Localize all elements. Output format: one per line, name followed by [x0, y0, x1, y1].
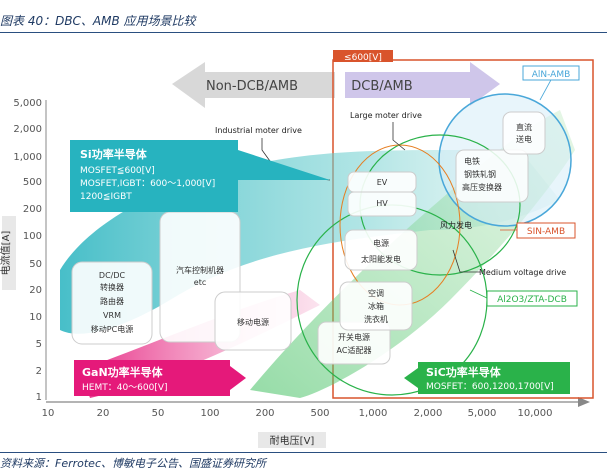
aln-leader: [539, 77, 553, 101]
x-axis-ticks: 10 20 50 100 200 500 1,000 2,000 5,000 1…: [42, 408, 553, 419]
box-dc-line: 直流: [516, 122, 532, 132]
box-rail-line: 钢铁轧钢: [464, 169, 496, 179]
y-tick-label: 10: [29, 312, 42, 323]
y-tick-label: 1: [36, 392, 42, 403]
source-note: 资料来源：Ferrotec、博敏电子公告、国盛证券研究所: [0, 457, 266, 470]
title-rule: [0, 32, 607, 33]
box-dcdc-line: 路由器: [100, 296, 124, 306]
x-tick-label: 10,000: [518, 408, 553, 419]
footer-rule: [0, 452, 607, 453]
wind-label: 风力发电: [440, 220, 472, 230]
aln-amb-tag: [522, 65, 580, 81]
x-tick-label: 5,000: [468, 408, 497, 419]
box-power-solar: 电源 太阳能发电: [344, 229, 418, 271]
industrial-label: Industrial moter drive: [215, 126, 302, 135]
box-charger-line: 开关电源: [338, 332, 370, 342]
x-tick-label: 100: [200, 408, 219, 419]
box-hv: HV: [347, 191, 417, 217]
box-auto-line: 汽车控制机器: [176, 265, 224, 275]
large-label: Large moter drive: [350, 111, 422, 120]
y-tick-label: 5,000: [13, 98, 42, 109]
box-dcdc-line: VRM: [103, 311, 121, 320]
box-dcdc-line: 转换器: [100, 282, 124, 292]
box-ev-text: EV: [377, 178, 388, 187]
y-axis-ticks: 5,000 2,000 1,000 500 200 100 50 20 10 5…: [13, 98, 42, 403]
figure-title: 图表 40：DBC、AMB 应用场景比较: [0, 14, 196, 28]
si-callout-line: MOSFET,IGBT：600～1,000[V]: [80, 179, 215, 189]
x-tick-label: 1,000: [359, 408, 388, 419]
sin-amb-tag: [516, 222, 576, 239]
x-tick-label: 20: [97, 408, 110, 419]
y-tick-label: 2: [36, 366, 42, 377]
large-leader: [392, 122, 406, 151]
box-rail-line: 电铁: [464, 156, 480, 166]
box-dc: 直流 送电: [502, 111, 546, 155]
box-power-solar-line: 电源: [373, 238, 389, 248]
dcb-arrow-label: DCB/AMB: [351, 79, 412, 94]
x-tick-label: 10: [42, 408, 55, 419]
x-axis-name-box: [258, 432, 326, 448]
aln-amb-label: AlN-AMB: [532, 70, 571, 80]
gan-callout-line: HEMT：40～600[V]: [82, 383, 168, 393]
medium-label: Medium voltage drive: [479, 268, 566, 277]
box-appliance-line: 空调: [368, 288, 384, 298]
box-ev: EV: [347, 171, 417, 193]
y-tick-label: 20: [29, 285, 42, 296]
sic-callout: SiC功率半导体 MOSFET：600,1200,1700[V]: [404, 362, 570, 394]
y-tick-label: 500: [23, 177, 42, 188]
non-dcb-arrow: [172, 62, 335, 108]
gan-callout-title: GaN功率半导体: [82, 365, 164, 379]
x-tick-label: 200: [255, 408, 274, 419]
al2o3-leader: [469, 289, 488, 299]
dcb-region-label: ≤600[V]: [344, 53, 382, 63]
x-tick-label: 2,000: [414, 408, 443, 419]
si-callout: Si功率半导体 MOSFET≦600[V] MOSFET,IGBT：600～1,…: [70, 140, 330, 212]
box-charger-line: AC适配器: [337, 345, 372, 355]
box-appliance-line: 冰箱: [368, 301, 384, 311]
x-axis-name: 耐电压[V]: [270, 434, 315, 447]
box-mobile-line: 移动电源: [237, 317, 269, 327]
x-tick-label: 50: [152, 408, 165, 419]
sic-callout-line: MOSFET：600,1200,1700[V]: [426, 382, 554, 392]
box-hv-text: HV: [376, 199, 388, 208]
y-tick-label: 100: [23, 231, 42, 242]
box-dcdc: DC/DC 转换器 路由器 VRM 移动PC电源: [71, 261, 153, 345]
si-callout-title: Si功率半导体: [80, 147, 148, 161]
sic-callout-title: SiC功率半导体: [426, 365, 502, 379]
non-dcb-arrow-label: Non-DCB/AMB: [206, 79, 298, 94]
si-callout-line: 1200≦IGBT: [80, 192, 132, 202]
box-power-solar-line: 太阳能发电: [361, 254, 401, 264]
al2o3-label: Al2O3/ZTA-DCB: [497, 295, 567, 305]
box-rail: 电铁 钢铁轧钢 高压变换器: [455, 149, 529, 203]
box-dc-line: 送电: [516, 134, 532, 144]
gan-callout: GaN功率半导体 HEMT：40～600[V]: [74, 360, 246, 396]
al2o3-tag: [486, 290, 578, 307]
box-rail-line: 高压变换器: [462, 182, 502, 192]
dcb-arrow: [345, 62, 500, 106]
y-axis-name-box: [2, 216, 16, 290]
box-mobile: 移动电源: [214, 291, 292, 351]
y-axis-name: 电流值[A]: [0, 231, 12, 276]
dcb-region-tab: [333, 50, 393, 62]
x-tick-label: 500: [310, 408, 329, 419]
y-tick-label: 50: [29, 259, 42, 270]
box-dcdc-line: 移动PC电源: [91, 324, 133, 334]
medium-leader: [452, 249, 480, 273]
x-axis-arrowhead: [578, 397, 590, 407]
box-dcdc-line: DC/DC: [99, 271, 126, 280]
y-tick-label: 1,000: [13, 152, 42, 163]
y-tick-label: 200: [23, 204, 42, 215]
si-callout-line: MOSFET≦600[V]: [80, 166, 155, 176]
box-appliance-line: 洗衣机: [364, 314, 388, 324]
box-appliance: 空调 冰箱 洗衣机: [339, 281, 413, 331]
box-auto-line: etc: [194, 278, 206, 287]
y-tick-label: 5: [36, 339, 42, 350]
sin-amb-label: SIN-AMB: [527, 227, 565, 237]
y-tick-label: 2,000: [13, 124, 42, 135]
